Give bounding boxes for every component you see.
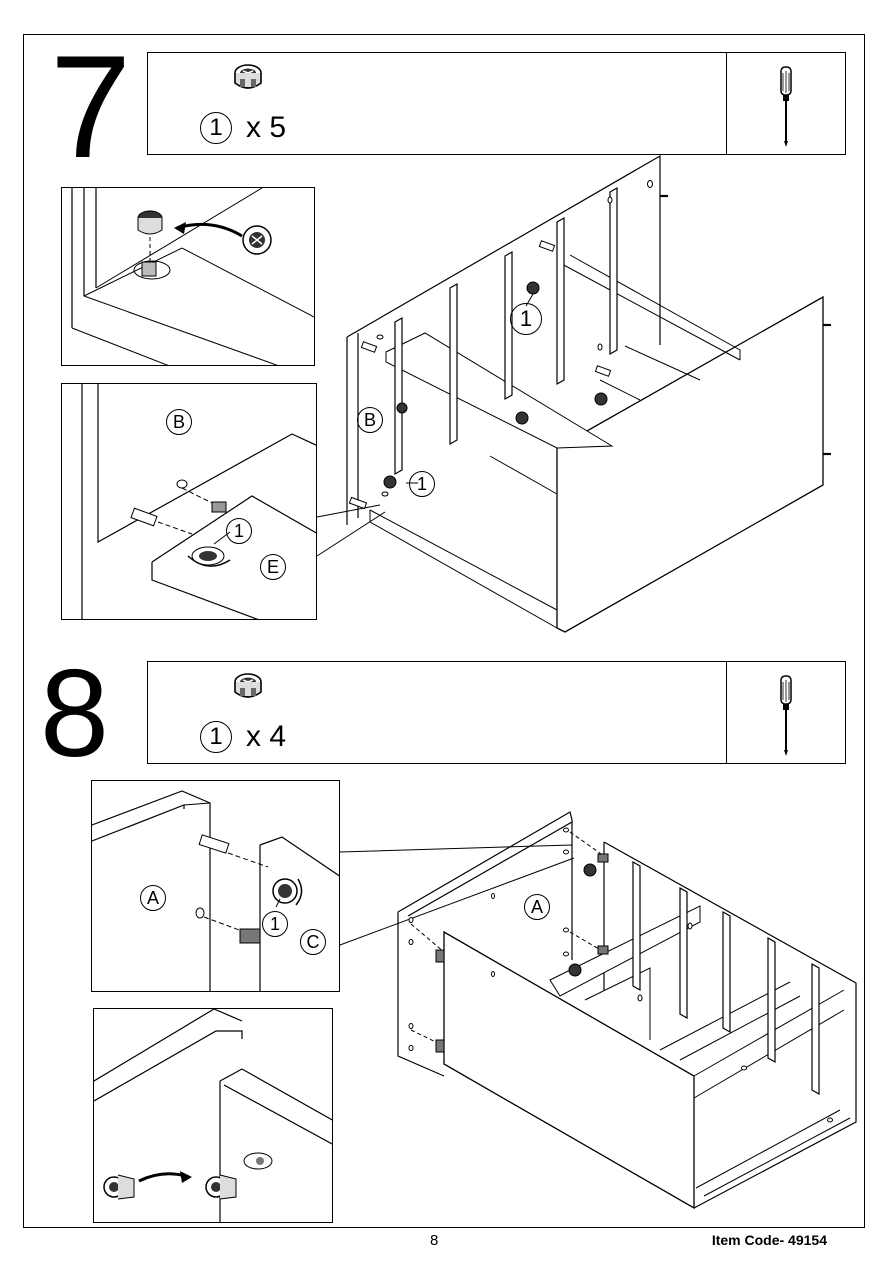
item-code: Item Code- 49154 bbox=[712, 1232, 827, 1248]
callout-a-main: A bbox=[524, 894, 550, 920]
page-number: 8 bbox=[430, 1232, 438, 1249]
